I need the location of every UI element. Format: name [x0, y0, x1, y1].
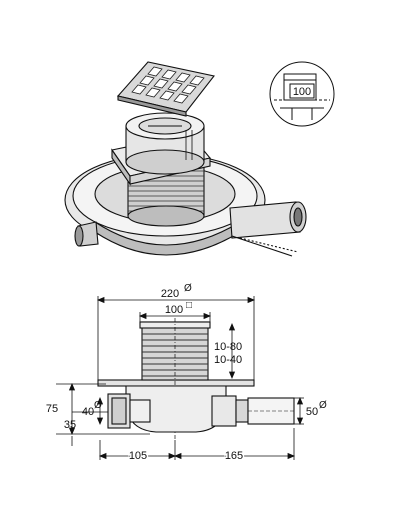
dim-total-height: 75	[46, 403, 58, 415]
dim-height-range-1: 10-80	[214, 341, 242, 353]
dim-outlet-diameter: 50	[306, 406, 318, 418]
dim-left-length: 105	[129, 450, 147, 462]
dimension-lines	[56, 296, 304, 460]
inset-grate-label: 100	[293, 86, 311, 98]
dim-outer-diameter-symbol: Ø	[184, 283, 192, 294]
dim-grate-width: 100	[165, 304, 183, 316]
dim-inlet-height: 35	[64, 419, 76, 431]
section-drain-view	[97, 318, 295, 440]
dim-outlet-diameter-symbol: Ø	[319, 400, 327, 411]
dim-grate-width-symbol: □	[186, 300, 192, 311]
dim-outer-diameter: 220	[161, 288, 179, 300]
dim-inlet-diameter-symbol: Ø	[94, 400, 102, 411]
grate-detail-inset	[269, 61, 335, 127]
dim-inlet-diameter: 40	[82, 406, 94, 418]
isometric-drain-view	[64, 61, 307, 257]
dim-right-length: 165	[225, 450, 243, 462]
dim-height-range-2: 10-40	[214, 354, 242, 366]
